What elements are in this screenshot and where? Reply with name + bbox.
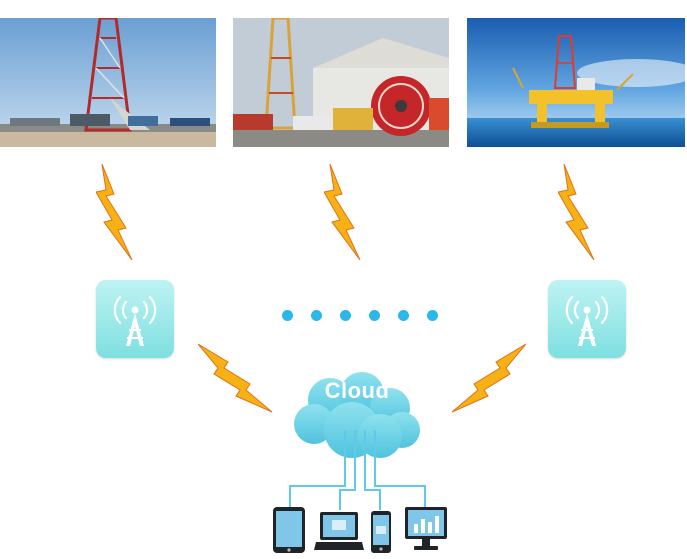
lightning-bolt-icon bbox=[558, 164, 595, 260]
dot bbox=[340, 310, 351, 321]
lightning-bolt-icon bbox=[198, 343, 272, 413]
dot bbox=[427, 310, 438, 321]
dot bbox=[369, 310, 380, 321]
laptop-icon bbox=[314, 512, 364, 550]
lightning-bolt-icon bbox=[96, 164, 133, 260]
lightning-bolt-icon bbox=[452, 343, 526, 413]
land-drilling-rig-photo bbox=[0, 18, 216, 147]
dot bbox=[311, 310, 322, 321]
dot bbox=[282, 310, 293, 321]
cloud-label: Cloud bbox=[324, 378, 390, 403]
offshore-platform-photo bbox=[467, 18, 685, 147]
device-connection-lines bbox=[289, 430, 426, 510]
lightning-bolt-icon bbox=[324, 164, 361, 260]
workover-rig-yard-photo bbox=[233, 18, 449, 147]
ellipsis-dots bbox=[280, 310, 440, 326]
right-signal-tower-icon bbox=[548, 280, 626, 358]
tablet-icon bbox=[273, 507, 305, 553]
left-signal-tower-icon bbox=[96, 280, 174, 358]
phone-icon bbox=[371, 511, 391, 553]
desktop-icon bbox=[405, 507, 447, 550]
dot bbox=[398, 310, 409, 321]
